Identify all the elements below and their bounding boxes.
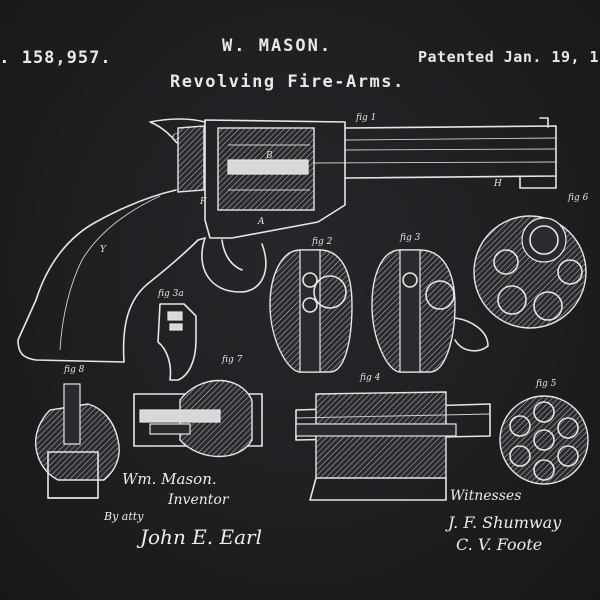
fig7-label: fig 7 (221, 355, 243, 365)
witnesses-label: Witnesses (450, 488, 521, 504)
label-hammer: H (493, 179, 502, 189)
fig4-label: fig 4 (359, 373, 381, 383)
attorney-signature: John E. Earl (136, 525, 262, 549)
fig5-label: fig 5 (535, 379, 557, 389)
by-attorney: By atty (103, 510, 144, 523)
fig2-section: fig 2 (269, 237, 353, 373)
fig3-label: fig 3 (399, 233, 421, 243)
hammer (149, 118, 206, 151)
fig3a-label: fig 3a (157, 289, 184, 299)
patent-title: Revolving Fire-Arms. (170, 72, 405, 92)
label-cylinder: B (265, 151, 273, 161)
label-frame: C (172, 133, 179, 143)
label-barrel: A (257, 217, 265, 227)
fig1-revolver: Y B C A H F fig 1 (17, 113, 557, 363)
inventor-role: Inventor (167, 492, 230, 508)
fig1-label: fig 1 (355, 113, 376, 123)
grip (17, 189, 206, 363)
label-spring: F (199, 197, 207, 207)
witness-1-signature: J. F. Shumway (445, 513, 562, 532)
fig4-section: fig 4 (295, 373, 491, 501)
trigger-guard (201, 237, 267, 293)
inventor-signature-name: Wm. Mason. (122, 470, 217, 488)
patent-number: o. 158,957. (0, 48, 112, 68)
fig3-section: fig 3 (371, 233, 489, 373)
barrel (344, 125, 557, 179)
label-grip: Y (100, 245, 107, 255)
inventor-heading: W. MASON. (222, 36, 333, 56)
fig6-cylinder-rear: fig 6 (473, 193, 589, 329)
signatures: Wm. Mason. Inventor By atty John E. Earl… (103, 470, 562, 554)
fig8-section: fig 8 (34, 365, 120, 499)
frame (204, 119, 346, 239)
fig5-cylinder-front: fig 5 (499, 379, 589, 485)
fig6-label: fig 6 (567, 193, 589, 203)
witness-2-signature: C. V. Foote (456, 535, 542, 554)
patent-date: Patented Jan. 19, 187 (418, 48, 600, 66)
fig2-label: fig 2 (311, 237, 333, 247)
fig3a-part: fig 3a (157, 289, 197, 381)
fig8-label: fig 8 (63, 365, 85, 375)
fig7-section: fig 7 (133, 355, 263, 458)
